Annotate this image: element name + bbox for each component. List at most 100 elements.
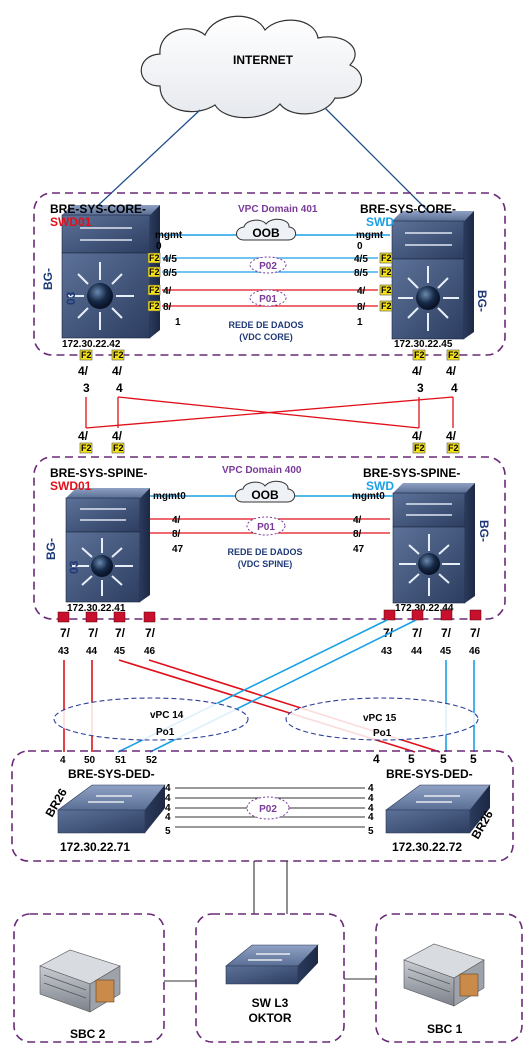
core-port-left-1: 4/5: [163, 254, 177, 265]
core-down-bottom-1: 3: [83, 381, 90, 395]
spine-down-left-top-4: 7/: [145, 626, 156, 640]
vpc15-label: vPC 15: [363, 713, 397, 724]
spine-rede-label: REDE DE DADOS: [227, 547, 302, 557]
core-port-left-3: 4/: [163, 286, 172, 297]
core-port-right-1: 4/5: [354, 254, 368, 265]
spine-down-right-bottom-1: 43: [381, 646, 393, 657]
spine-down-right-top-4: 7/: [470, 626, 481, 640]
core-rede-label: REDE DE DADOS: [228, 320, 303, 330]
core-mgmt-left-0: 0: [156, 241, 162, 252]
spine-right-switch[interactable]: [392, 483, 475, 604]
svg-text:F2: F2: [381, 253, 392, 263]
svg-text:F2: F2: [149, 267, 160, 277]
core-left-vertical2: 03: [64, 291, 78, 305]
ded-domain-box: [11, 750, 514, 862]
core-po1-ellipse: [249, 289, 287, 307]
spine-port-right-1: 4/: [353, 515, 362, 526]
spine-down-right-bottom-3: 45: [440, 646, 452, 657]
svg-text:F2: F2: [448, 350, 459, 360]
core-down-bottom-2: 4: [116, 381, 123, 395]
internet-link-left: [89, 109, 201, 214]
spine-left-name: BRE-SYS-SPINE-: [50, 466, 147, 480]
spine-po1-label: P01: [257, 522, 275, 533]
ded-up-right-3: 5: [440, 752, 447, 766]
spine-port-left-2: 8/: [172, 529, 181, 540]
spine-port-left-3: 47: [172, 544, 184, 555]
spine-down-left-bottom-4: 46: [144, 646, 156, 657]
core-right-switch[interactable]: [391, 211, 474, 340]
spine-down-right-bottom-4: 46: [469, 646, 481, 657]
ded-right-switch[interactable]: [385, 784, 491, 834]
ded-up-left-3: 51: [115, 755, 127, 766]
spine-left-vertical: BG-: [44, 538, 58, 560]
ded-port-left-4: 4: [165, 812, 171, 823]
spine-ip-right: 172.30.22.44: [395, 603, 454, 614]
spine-port-right-3: 47: [353, 544, 365, 555]
core-oob-cloud: OOB: [236, 218, 297, 241]
internet-link-right: [324, 107, 431, 214]
core-left-vertical: BG-: [41, 268, 55, 290]
core-port-left-4: 8/: [163, 302, 172, 313]
spine-right-vertical: BG-: [477, 520, 491, 542]
spine-po1-ellipse: [246, 516, 286, 536]
spine-down-right-top-3: 7/: [441, 626, 452, 640]
spine-oob-label: OOB: [251, 488, 279, 502]
ded-ip-left: 172.30.22.71: [60, 840, 130, 854]
sbc1-box: [375, 913, 523, 1043]
spine-port-left-1: 4/: [172, 515, 181, 526]
ded-po2-label: P02: [259, 804, 277, 815]
spine-uplink-tags: F2 F2 F2 F2: [79, 442, 460, 454]
core-port-left-5: 1: [175, 317, 181, 328]
spine-downlink-tags-right: [383, 609, 482, 621]
svg-text:F2: F2: [381, 285, 392, 295]
spine-right-suffix: SWD: [366, 479, 394, 493]
core-down-top-4: 4/: [446, 364, 457, 378]
sbc1-server[interactable]: [403, 943, 485, 1007]
core-ip-left: 172.30.22.42: [62, 339, 121, 350]
spine-ip-left: 172.30.22.41: [67, 603, 126, 614]
core-down-bottom-3: 3: [417, 381, 424, 395]
svg-text:F2: F2: [149, 285, 160, 295]
spine-down-left-bottom-2: 44: [86, 646, 98, 657]
core-left-suffix: SWD01: [50, 215, 92, 229]
spine-left-suffix: SWD01: [50, 479, 92, 493]
spine-domain-label: VPC Domain 400: [222, 465, 302, 476]
spine-mgmt-left: mgmt0: [153, 491, 186, 502]
core-left-name: BRE-SYS-CORE-: [50, 202, 146, 216]
vpc14-label: vPC 14: [150, 710, 184, 721]
core-down-top-1: 4/: [78, 364, 89, 378]
internet-cloud: INTERNET: [140, 15, 363, 119]
vpc15-po: Po1: [373, 728, 392, 739]
spine-right-name: BRE-SYS-SPINE-: [363, 466, 460, 480]
svg-text:F2: F2: [113, 443, 124, 453]
ded-port-left-2: 4: [165, 793, 171, 804]
core-po2-ellipse: [249, 256, 287, 274]
spine-vdc-label: (VDC SPINE): [238, 559, 293, 569]
svg-text:F2: F2: [149, 253, 160, 263]
svg-text:F2: F2: [414, 443, 425, 453]
spine-domain-box: [33, 456, 506, 620]
ded-up-left-4: 52: [146, 755, 158, 766]
spine-down-left-top-2: 7/: [88, 626, 99, 640]
ded-port-left-1: 4: [165, 783, 171, 794]
spine-port-right-2: 8/: [353, 529, 362, 540]
sw-l3-switch[interactable]: [225, 944, 319, 985]
core-po2-label: P02: [259, 261, 277, 272]
spine-downlink-tags-left: [57, 611, 156, 623]
core-po1-label: P01: [259, 294, 277, 305]
svg-text:F2: F2: [113, 350, 124, 360]
sw-l3-label-2: OKTOR: [248, 1011, 291, 1025]
ded-left-switch[interactable]: [57, 784, 166, 834]
ded-up-right-1: 4: [373, 752, 380, 766]
svg-text:F2: F2: [448, 443, 459, 453]
core-right-vertical: BG-: [475, 290, 489, 312]
ded-port-right-3: 4: [368, 803, 374, 814]
core-right-name: BRE-SYS-CORE-: [360, 202, 456, 216]
ded-port-right-5: 5: [368, 826, 374, 837]
spine-down-left-bottom-3: 45: [114, 646, 126, 657]
sbc2-server[interactable]: [39, 949, 121, 1013]
core-vdc-label: (VDC CORE): [239, 332, 293, 342]
core-port-right-3: 4/: [357, 286, 366, 297]
spine-left-switch[interactable]: [65, 488, 150, 603]
core-domain-box: [33, 192, 506, 356]
